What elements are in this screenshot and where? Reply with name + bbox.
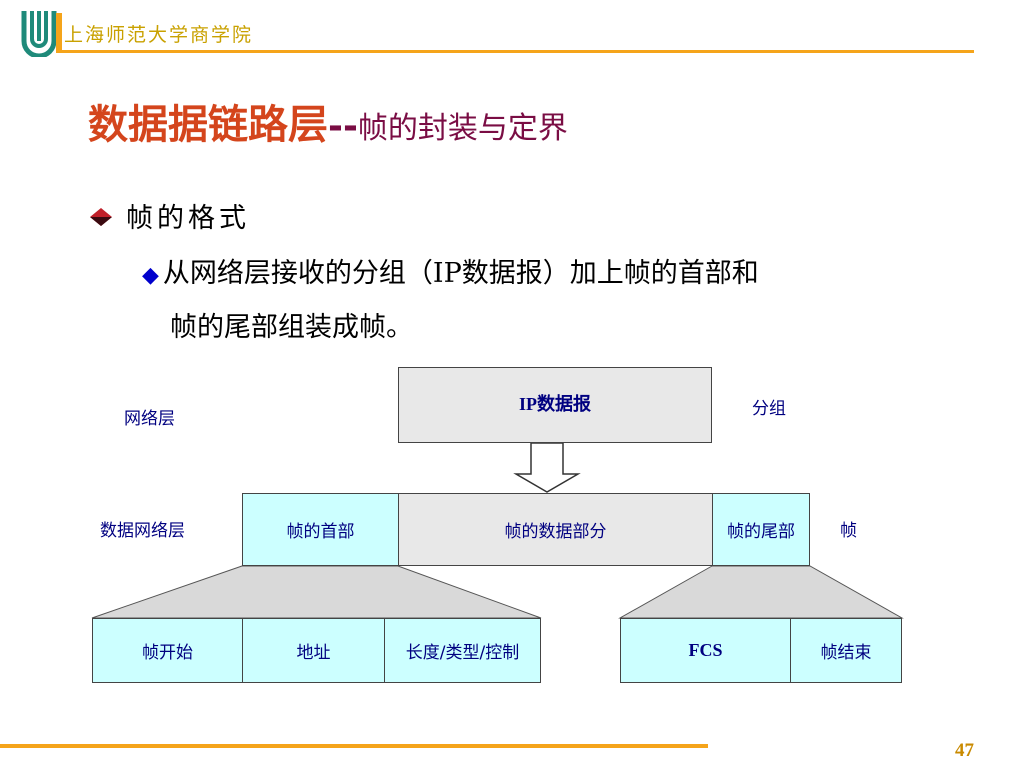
- frame-header-box: 帧的首部: [242, 493, 399, 566]
- bullet-frame-format: 帧的格式: [88, 196, 250, 235]
- ip-datagram-box: IP数据报: [398, 367, 712, 443]
- title-dash: --: [328, 106, 358, 147]
- title-sub: 帧的封装与定界: [357, 111, 568, 146]
- bullet-frame-description: ◆从网络层接收的分组（IP数据报）加上帧的首部和 帧的尾部组装成帧。: [142, 248, 962, 354]
- bullet-description-line2: 帧的尾部组装成帧。: [170, 312, 413, 343]
- frame-data-box: 帧的数据部分: [398, 493, 713, 566]
- school-name: 上海师范大学商学院: [64, 24, 254, 46]
- trailer-expand-wedge: [618, 565, 904, 619]
- header-divider: [60, 50, 974, 53]
- length-type-control-field: 长度/类型/控制: [384, 618, 541, 683]
- address-field: 地址: [242, 618, 385, 683]
- header-expand-wedge: [91, 565, 542, 619]
- bullet-frame-format-text: 帧的格式: [126, 203, 250, 234]
- footer-divider: [0, 744, 708, 748]
- slide-title: 数据据链路层--帧的封装与定界: [88, 92, 568, 150]
- university-logo-icon: [18, 7, 64, 59]
- frame-trailer-box: 帧的尾部: [712, 493, 810, 566]
- diamond-bullet-icon: [88, 204, 116, 235]
- fcs-field: FCS: [620, 618, 791, 683]
- down-arrow-icon: [513, 442, 581, 493]
- small-diamond-bullet-icon: ◆: [142, 263, 159, 288]
- page-number: 47: [955, 740, 974, 761]
- bullet-description-line1: 从网络层接收的分组（IP数据报）加上帧的首部和: [162, 258, 759, 289]
- network-layer-label: 网络层: [124, 409, 175, 429]
- frame-end-field: 帧结束: [790, 618, 902, 683]
- frame-start-field: 帧开始: [92, 618, 243, 683]
- title-main: 数据据链路层: [88, 102, 328, 148]
- data-link-layer-label: 数据网络层: [100, 521, 185, 541]
- frame-label: 帧: [840, 521, 857, 541]
- packet-label: 分组: [752, 399, 786, 419]
